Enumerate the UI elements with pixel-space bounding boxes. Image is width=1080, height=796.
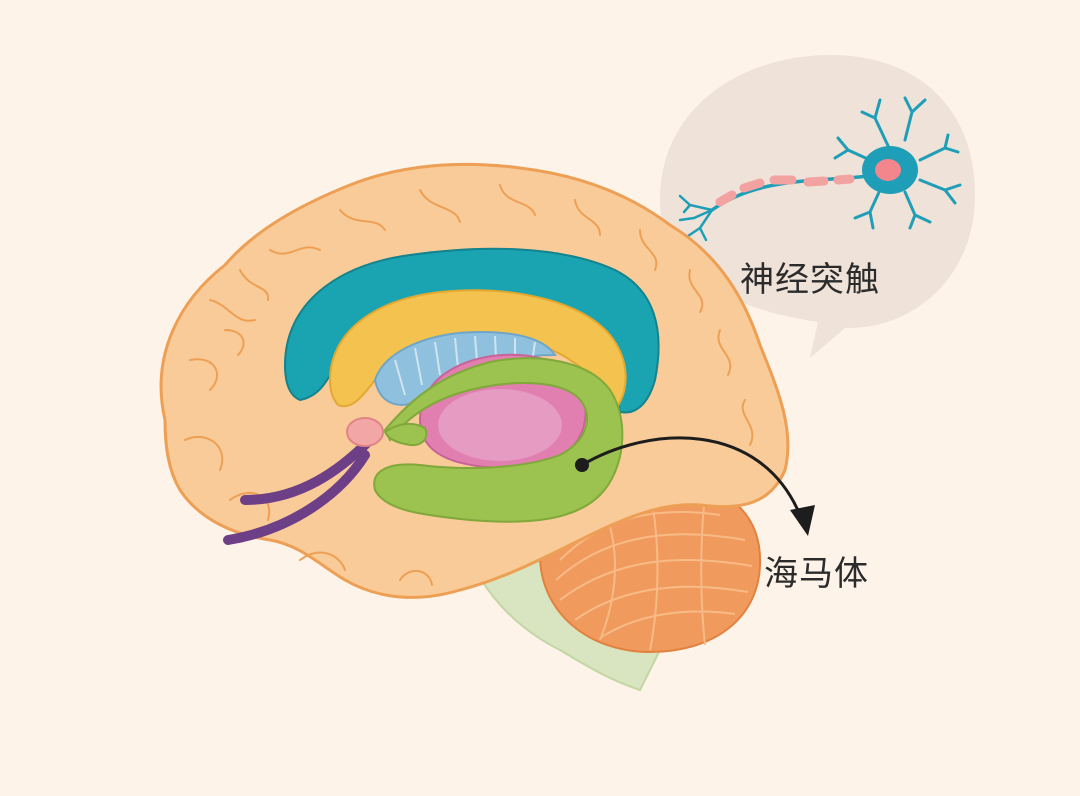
neuron-icon [678,96,962,242]
synapse-label: 神经突触 [740,260,880,300]
olfactory-tract [223,435,375,545]
curved-arrow-icon [575,436,815,536]
bubble-shape [660,55,975,358]
hypothalamus [346,417,384,447]
hippocampus [373,357,624,523]
thalamus-inner [438,389,562,461]
hippocampus-label: 海马体 [764,554,869,594]
speech-bubble [660,55,975,358]
